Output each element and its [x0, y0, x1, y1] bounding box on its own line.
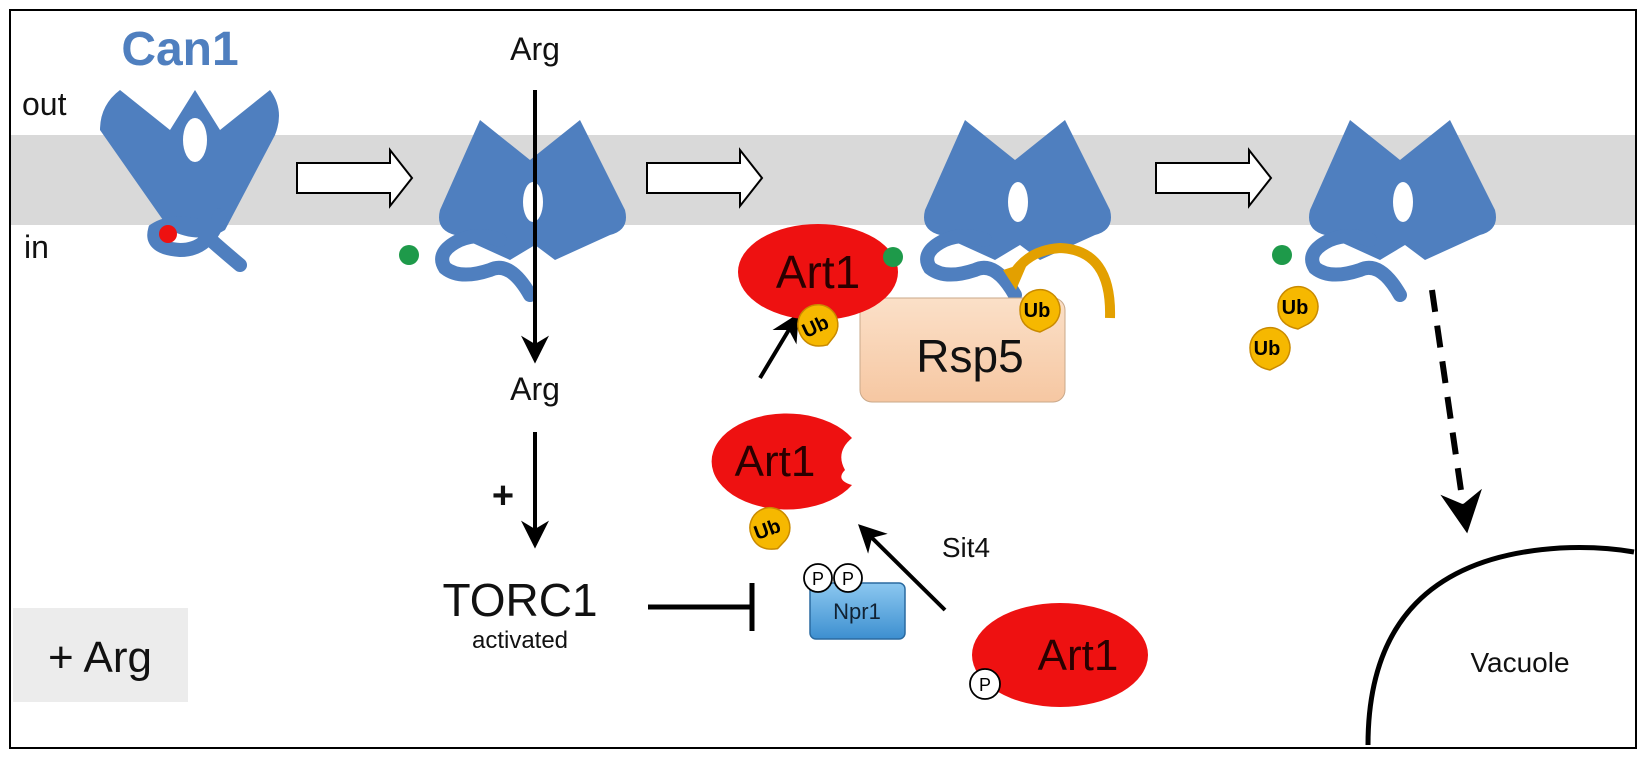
ub-on-rsp5: Ub	[1019, 288, 1061, 333]
art1-mid-label: Art1	[735, 437, 816, 486]
green-tag-dot	[399, 245, 419, 265]
can1-transporter-ubiquitinated	[1272, 120, 1496, 302]
transition-arrow-2	[646, 147, 764, 209]
ub-on-art1-top: Ub	[797, 303, 839, 347]
art1-recruitment-arrow	[758, 313, 799, 380]
npr1-label: Npr1	[833, 599, 881, 624]
can1-transporter-inward-2	[399, 120, 626, 302]
green-tag-dot	[1272, 245, 1292, 265]
ub-transfer-curved-arrow	[1010, 242, 1116, 319]
arg-inside-label: Arg	[510, 371, 560, 407]
rsp5-ligase: Rsp5	[859, 297, 1066, 403]
label-out: out	[22, 86, 67, 122]
ub-rsp5-label: Ub	[1024, 300, 1051, 322]
condition-box	[13, 608, 188, 702]
can1-transporter-outward	[100, 90, 279, 272]
rsp5-label: Rsp5	[916, 330, 1023, 382]
torc1-state-label: activated	[472, 627, 568, 654]
art1-active: Art1 Ub	[738, 224, 903, 347]
green-tag-dot	[883, 247, 903, 267]
art1-phosphorylated: Art1 P	[969, 603, 1148, 707]
art1-top-label: Art1	[776, 246, 860, 298]
npr1-phospho-2: P	[842, 569, 854, 589]
condition-label: + Arg	[48, 633, 152, 682]
ub-on-art1-mid: Ub	[749, 507, 791, 550]
ub-chain-1-label: Ub	[1282, 297, 1309, 319]
torc1-label: TORC1	[442, 574, 597, 626]
npr1-kinase: Npr1 P P	[803, 563, 906, 640]
art1-ubiquitinated: Art1 Ub	[711, 413, 852, 550]
activation-sign: +	[492, 475, 514, 517]
npr1-phospho-1: P	[812, 569, 824, 589]
ub-chain-2-label: Ub	[1254, 338, 1281, 360]
title-can1: Can1	[121, 23, 238, 76]
transition-arrow-1	[296, 147, 414, 209]
art1-phospho: P	[979, 675, 991, 695]
arg-outside-label: Arg	[510, 31, 560, 67]
can1-transporter-inward-3	[920, 120, 1111, 302]
ub-transfer-arrowhead	[1003, 262, 1028, 290]
transition-arrow-3	[1155, 147, 1273, 209]
red-tag-dot	[159, 225, 177, 243]
ub-chain-1: Ub	[1277, 285, 1319, 330]
label-in: in	[24, 229, 49, 265]
vacuole-membrane	[1365, 545, 1635, 746]
sit4-label: Sit4	[942, 532, 990, 563]
endocytosis-dashed-arrow	[1429, 289, 1482, 534]
ub-chain-2: Ub	[1249, 326, 1291, 371]
vacuole-label: Vacuole	[1470, 647, 1569, 678]
art1-p-label: Art1	[1038, 631, 1119, 680]
sit4-dephosphorylation-arrow	[858, 524, 947, 612]
